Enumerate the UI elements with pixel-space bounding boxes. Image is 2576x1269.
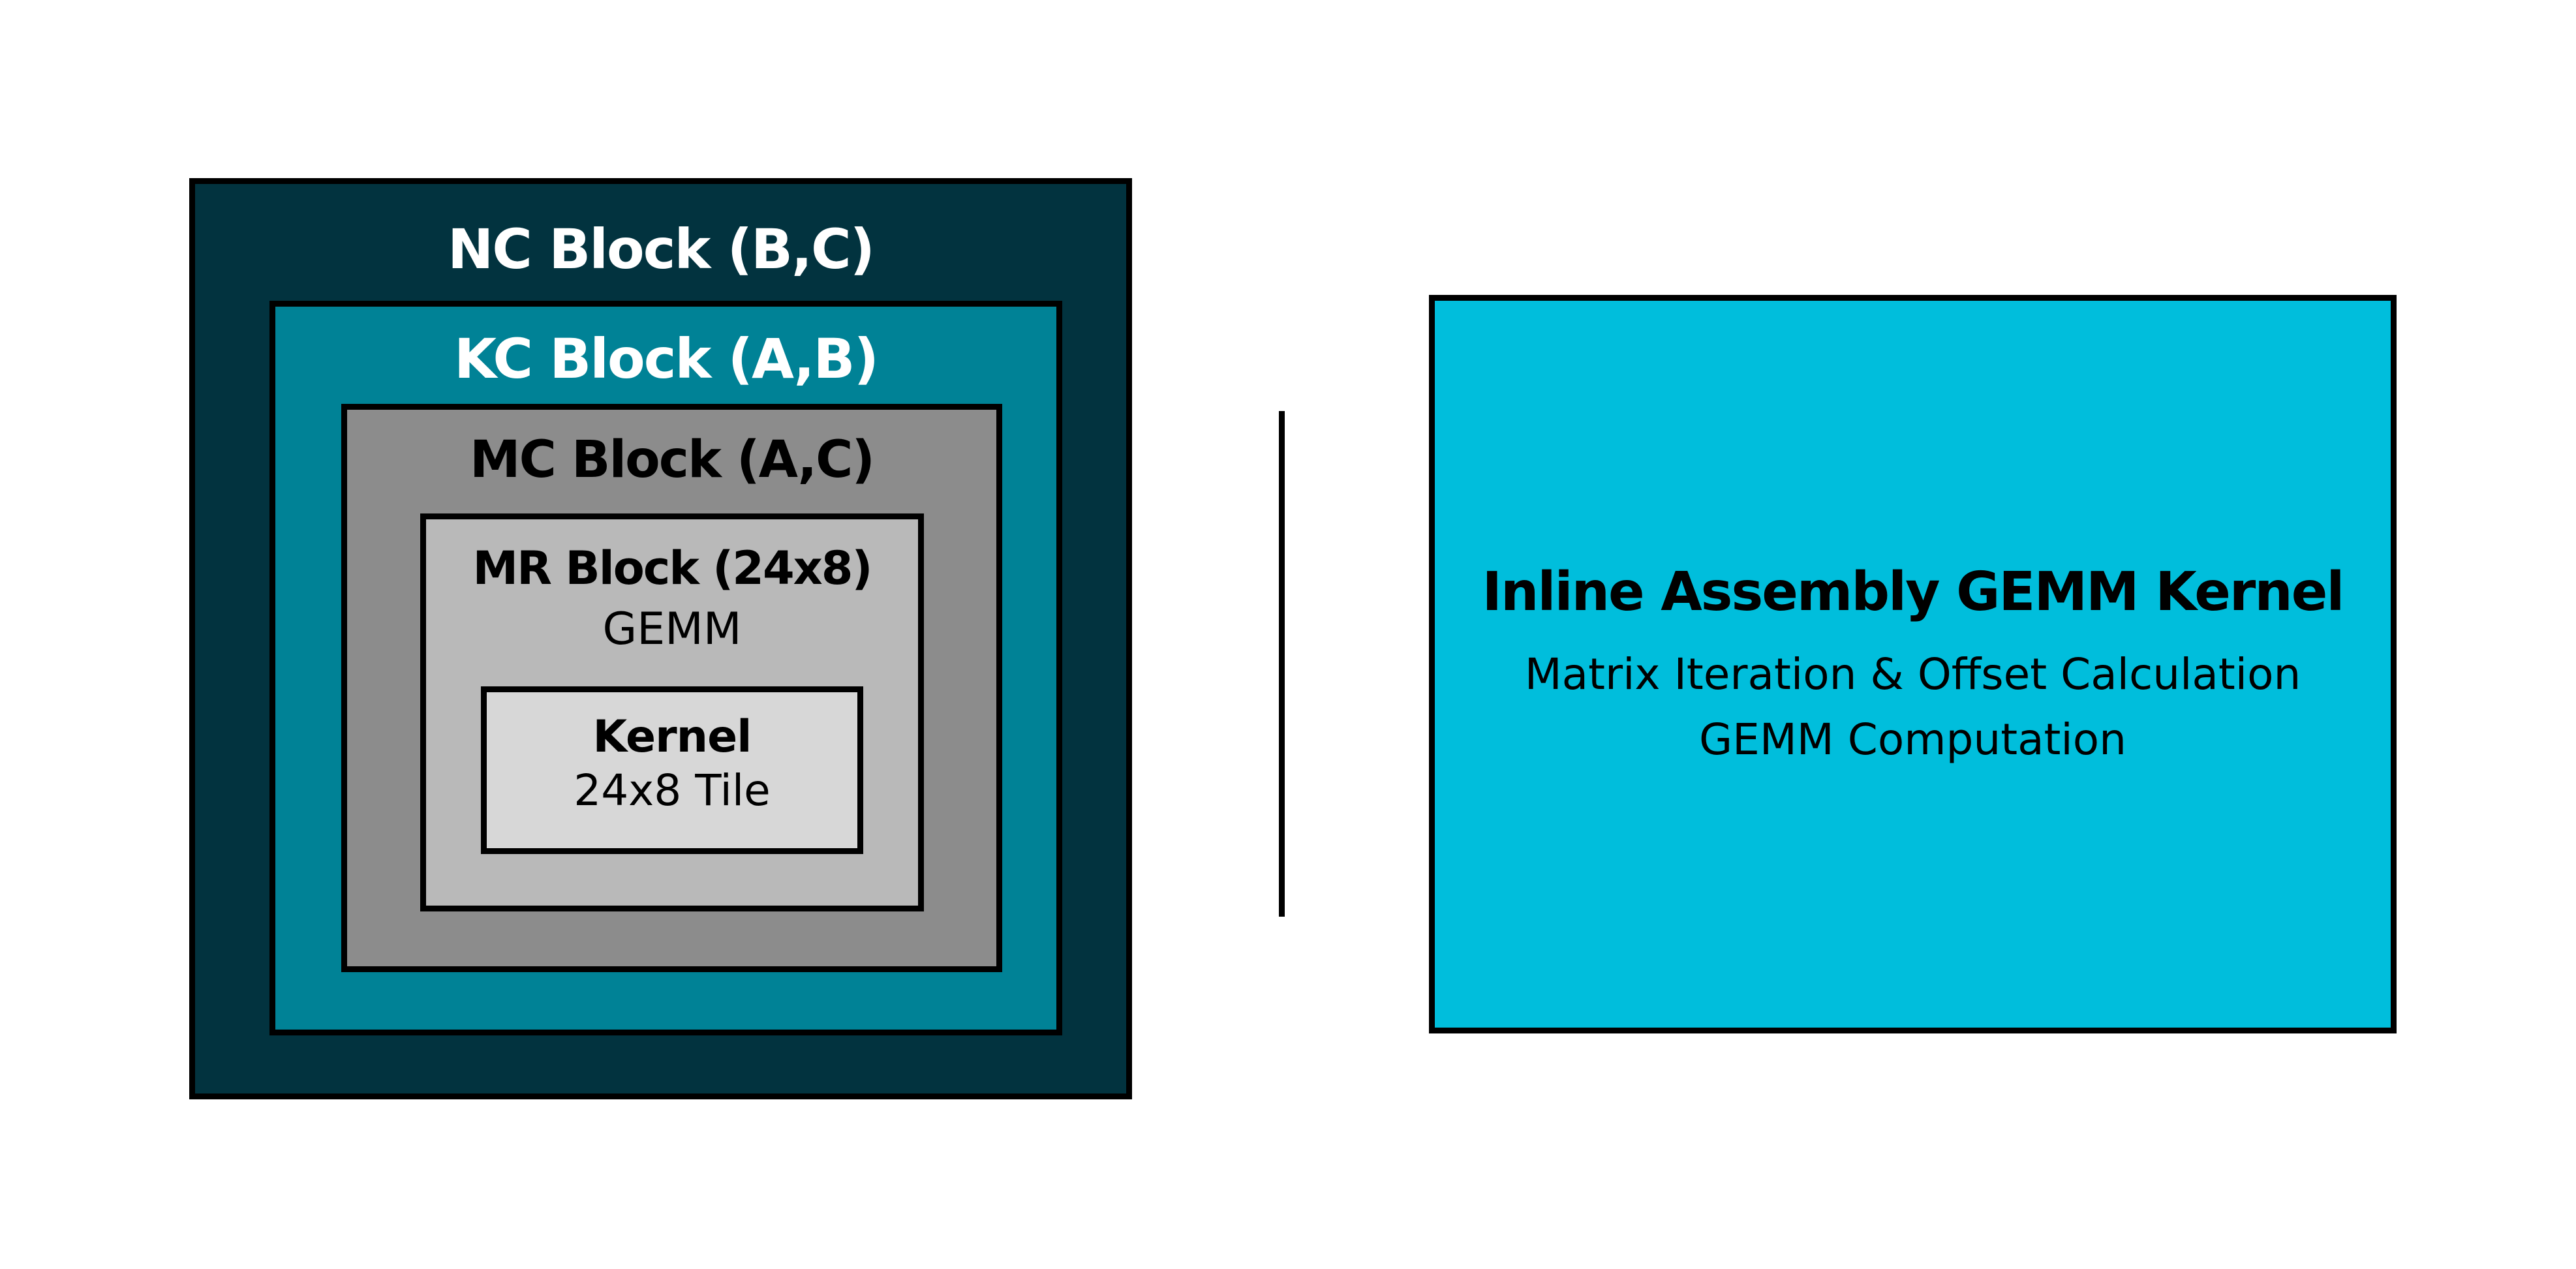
inline-assembly-kernel-box: Inline Assembly GEMM Kernel Matrix Itera… xyxy=(1429,295,2397,1033)
mc-block: MC Block (A,C) MR Block (24x8) GEMM Kern… xyxy=(341,404,1002,972)
mc-block-title: MC Block (A,C) xyxy=(469,431,875,489)
divider-line xyxy=(1279,411,1285,917)
nc-block-title: NC Block (B,C) xyxy=(448,217,875,281)
inline-assembly-kernel-title: Inline Assembly GEMM Kernel xyxy=(1482,561,2345,623)
nc-block: NC Block (B,C) KC Block (A,B) MC Block (… xyxy=(189,178,1132,1099)
kc-block: KC Block (A,B) MC Block (A,C) MR Block (… xyxy=(269,301,1062,1035)
kernel-box-line-computation: GEMM Computation xyxy=(1699,714,2126,765)
mr-block: MR Block (24x8) GEMM Kernel 24x8 Tile xyxy=(420,513,924,911)
kernel-block-title: Kernel xyxy=(592,711,752,763)
kernel-block: Kernel 24x8 Tile xyxy=(481,686,863,854)
mr-block-subtitle: GEMM xyxy=(602,604,742,655)
kernel-box-line-iteration: Matrix Iteration & Offset Calculation xyxy=(1524,649,2301,699)
kernel-block-subtitle: 24x8 Tile xyxy=(574,765,771,816)
mr-block-title: MR Block (24x8) xyxy=(472,542,872,595)
kc-block-title: KC Block (A,B) xyxy=(454,327,879,391)
